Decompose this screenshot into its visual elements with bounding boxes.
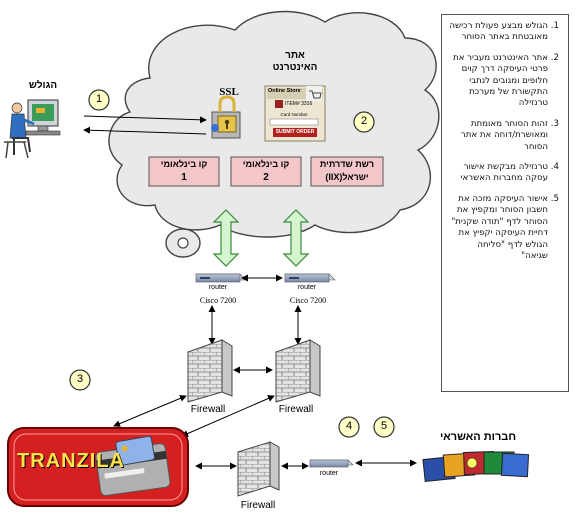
link-arrows — [212, 209, 310, 267]
store-title: Online Store — [268, 88, 301, 94]
router-2-icon — [284, 273, 336, 283]
firewall-1-label: Firewall — [190, 404, 226, 415]
steps-panel: הגולש מבצע פעולת רכישה מאובטחת באתר הסוח… — [441, 14, 569, 392]
line-1-num: 1 — [181, 172, 187, 183]
lock-icon — [211, 95, 241, 139]
credit-companies-label: חברות האשראי — [439, 431, 517, 443]
ssl-label: SSL — [219, 86, 239, 98]
store-item: ITEM# 3316 — [285, 101, 313, 107]
router-2-label: router — [297, 284, 317, 291]
step-text: טרנזילה מבקשת אישור עסקה מחברות האשראי — [448, 162, 548, 185]
line-3-num: ישראל(IIX) — [325, 172, 369, 182]
step-number-5: 5 — [380, 420, 388, 432]
line-1-title: קו בינלאומי — [160, 159, 208, 169]
router-1-model: Cisco 7200 — [199, 296, 237, 305]
ssl-connection-arrows — [83, 115, 207, 135]
step-number-3: 3 — [76, 373, 84, 385]
firewall-3-icon — [237, 441, 280, 497]
step-text: אתר האינטרנט מעביר את פרטי העיסקה דרך קו… — [448, 53, 548, 110]
submit-order-button: SUBMIT ORDER — [275, 129, 315, 135]
surfer-computer-icon — [4, 99, 61, 159]
step-text: זהות הסוחר מאומתת ומאושרת/דוחה את אתר הס… — [448, 119, 548, 153]
online-store-widget — [264, 85, 326, 142]
router-3-icon — [309, 459, 354, 468]
site-label: אתר האינטרנט — [272, 50, 318, 73]
step-circles — [69, 89, 395, 438]
step-number-2: 2 — [360, 115, 368, 127]
line-2-title: קו בינלאומי — [242, 159, 290, 169]
step-number-4: 4 — [345, 420, 353, 432]
surfer-label: הגולש — [28, 80, 58, 91]
tranzila-logo — [7, 427, 189, 507]
router-3-label: router — [319, 470, 339, 477]
line-3-title: רשת שדרתית — [319, 159, 375, 169]
step-text: הגולש מבצע פעולת רכישה מאובטחת באתר הסוח… — [448, 21, 548, 44]
step-text: אישור העיסקה מזכה את חשבון הסוחר ומקפיץ … — [448, 194, 548, 262]
line-2-num: 2 — [263, 172, 269, 183]
router-1-icon — [195, 273, 247, 283]
firewall-3-label: Firewall — [240, 500, 276, 511]
router-2-model: Cisco 7200 — [289, 296, 327, 305]
tranzila-label: TRANZILA — [17, 450, 125, 472]
step-number-1: 1 — [95, 93, 103, 105]
router-1-label: router — [208, 284, 228, 291]
firewall-2-icon — [275, 339, 321, 403]
store-card-label: Card Number — [280, 112, 308, 117]
line-boxes — [148, 156, 384, 187]
firewall-1-icon — [187, 339, 233, 403]
credit-cards-icon — [422, 450, 530, 483]
firewall-2-label: Firewall — [278, 404, 314, 415]
